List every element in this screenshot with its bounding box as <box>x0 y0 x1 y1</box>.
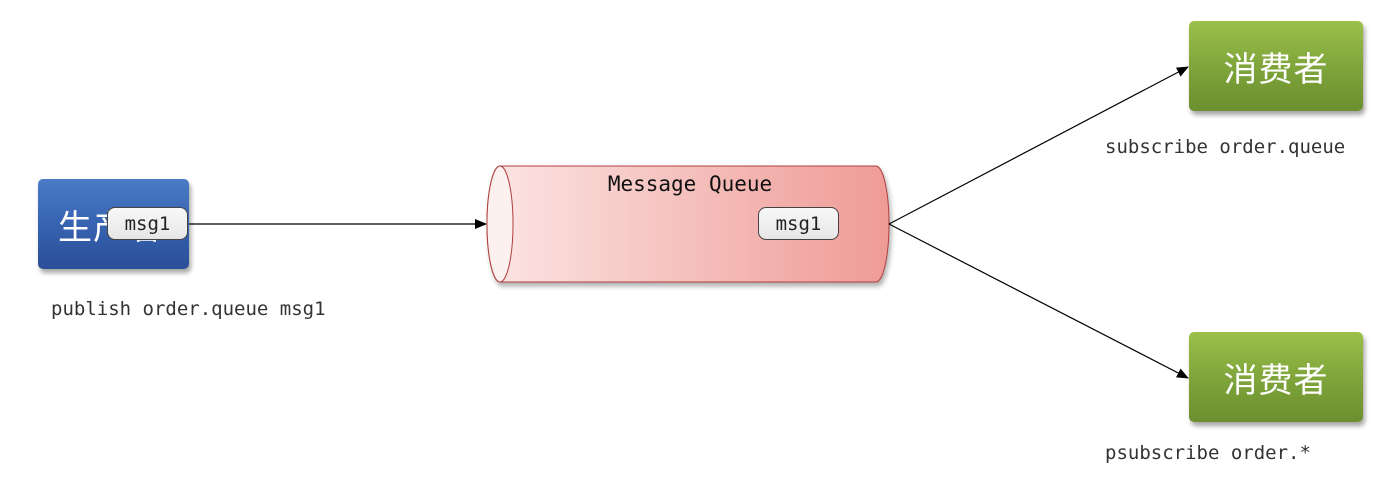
queue-to-consumer1-arrow <box>888 66 1189 225</box>
consumer-1-command: subscribe order.queue <box>1105 136 1346 158</box>
consumer-box-2: 消费者 <box>1189 332 1363 422</box>
consumer-2-command: psubscribe order.* <box>1105 442 1311 464</box>
producer-message-badge: msg1 <box>107 207 188 240</box>
consumer-box-1: 消费者 <box>1189 21 1363 111</box>
queue-title: Message Queue <box>607 172 773 196</box>
consumer-1-label: 消费者 <box>1223 49 1329 90</box>
queue-message-badge: msg1 <box>758 207 839 240</box>
queue-to-consumer2-arrow <box>888 223 1189 379</box>
consumer-2-label: 消费者 <box>1223 360 1329 401</box>
message-queue-cylinder <box>486 165 890 283</box>
producer-command: publish order.queue msg1 <box>51 298 326 320</box>
